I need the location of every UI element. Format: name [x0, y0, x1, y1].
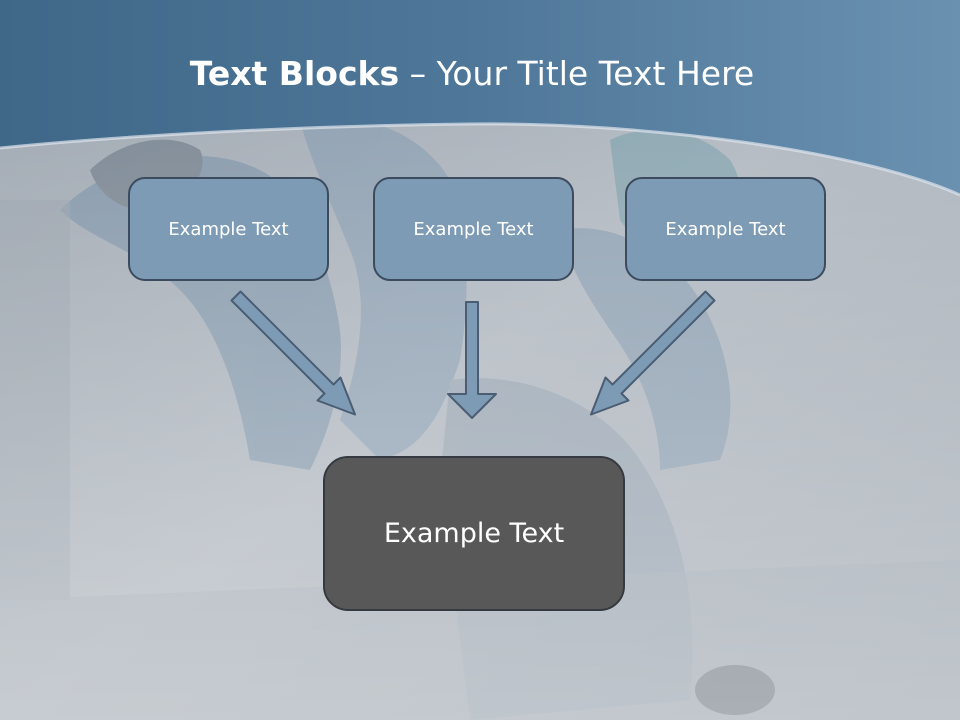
arrow-left-down-right [230, 290, 356, 416]
title-regular-part: Your Title Text Here [436, 54, 755, 93]
top-block-left-label: Example Text [168, 218, 289, 240]
arrow-center-down [447, 301, 497, 419]
bottom-block[interactable]: Example Text [323, 456, 625, 611]
top-block-center-label: Example Text [413, 218, 534, 240]
top-block-right[interactable]: Example Text [625, 177, 826, 281]
header-band [0, 0, 960, 195]
bottom-block-label: Example Text [383, 518, 565, 549]
top-block-left[interactable]: Example Text [128, 177, 329, 281]
top-block-right-label: Example Text [665, 218, 786, 240]
title-separator: – [399, 54, 437, 93]
slide-title: Text Blocks – Your Title Text Here [0, 52, 944, 96]
arrow-right-down-left [590, 290, 716, 416]
top-block-center[interactable]: Example Text [373, 177, 574, 281]
header-edge-line [0, 122, 960, 197]
title-bold-part: Text Blocks [189, 54, 400, 93]
